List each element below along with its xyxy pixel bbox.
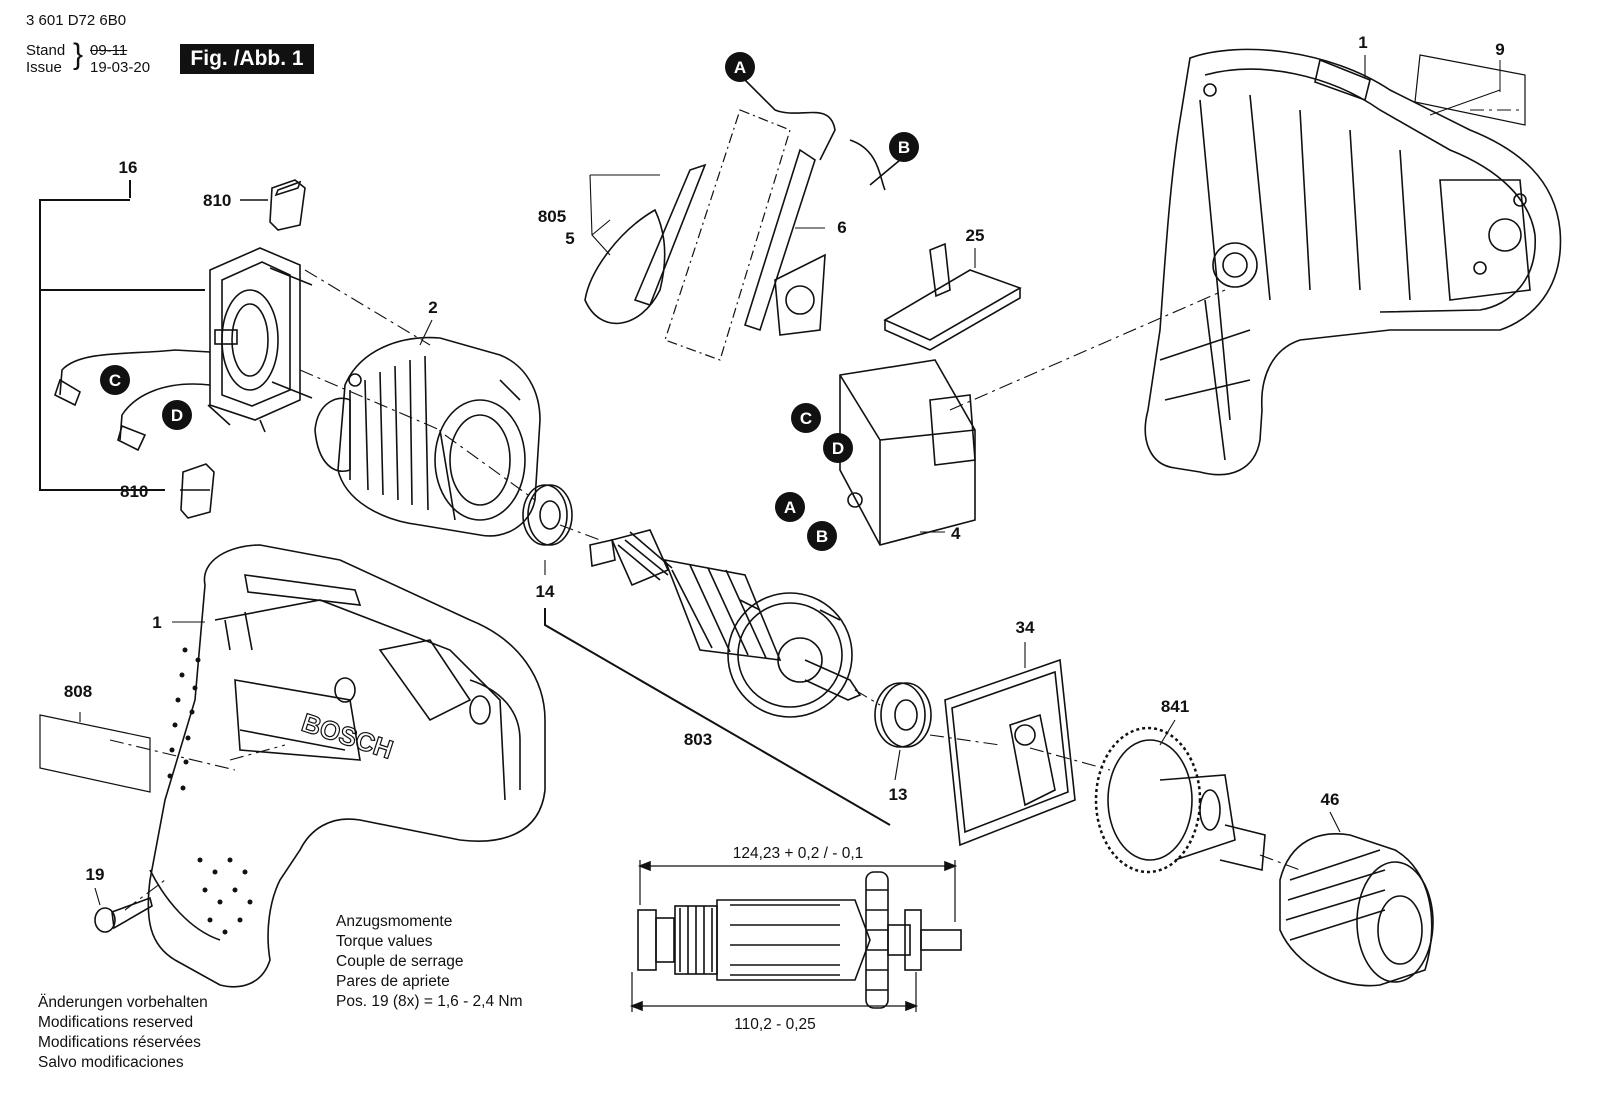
callout-805: 805 <box>538 207 566 226</box>
brace-glyph: } <box>73 38 84 71</box>
switch-drawing <box>839 359 976 546</box>
field-stator-drawing <box>314 336 541 537</box>
carbon-brush-bottom <box>180 463 215 519</box>
svg-text:C: C <box>109 371 121 390</box>
svg-text:D: D <box>832 439 844 458</box>
leader-803 <box>544 608 891 826</box>
label-plate-808 <box>39 714 151 793</box>
dimension-bearing-span: 110,2 - 0,25 <box>734 1016 816 1033</box>
callout-841: 841 <box>1161 697 1189 716</box>
issue-label: Issue <box>26 59 62 76</box>
modification-notes: Änderungen vorbehalten Modifications res… <box>38 993 208 1073</box>
callout-1-top: 1 <box>1358 33 1367 52</box>
connector-badge-d-left: D <box>162 400 192 430</box>
part-number: 3 601 D72 6B0 <box>26 12 127 29</box>
svg-text:B: B <box>816 527 828 546</box>
svg-text:A: A <box>734 58 746 77</box>
callout-25: 25 <box>966 226 985 245</box>
connector-badges: A B C D C D A B <box>100 52 919 551</box>
cable-parts-drawing <box>584 74 901 361</box>
armature-drawing <box>589 529 862 718</box>
callout-34: 34 <box>1016 618 1035 637</box>
screw-19-drawing <box>94 896 153 933</box>
svg-text:C: C <box>800 409 812 428</box>
torque-values: Anzugsmomente Torque values Couple de se… <box>336 912 523 1012</box>
connector-badge-a-top: A <box>725 52 755 82</box>
svg-text:B: B <box>898 138 910 157</box>
callout-808: 808 <box>64 682 92 701</box>
gear-841-drawing <box>1094 726 1266 874</box>
callout-2: 2 <box>428 298 437 317</box>
callout-4: 4 <box>951 524 961 543</box>
note-line: Modifications réservées <box>38 1034 201 1051</box>
bearing-plate-34-drawing <box>944 658 1076 847</box>
callout-803: 803 <box>684 730 712 749</box>
callout-46: 46 <box>1321 790 1340 809</box>
connector-badge-a-switch: A <box>775 492 805 522</box>
callout-810-top: 810 <box>203 191 231 210</box>
torque-line: Anzugsmomente <box>336 913 453 930</box>
torque-line: Pares de apriete <box>336 973 450 990</box>
note-line: Modifications reserved <box>38 1014 194 1031</box>
carbon-brush-top <box>269 179 306 231</box>
switch-button-25-drawing <box>883 242 1022 351</box>
bearing-13-drawing <box>874 682 932 748</box>
bearing-14-drawing <box>522 484 573 546</box>
issue-date: 19-03-20 <box>90 59 151 76</box>
callout-5: 5 <box>565 229 574 248</box>
old-date: 09-11 <box>90 42 128 59</box>
grip-dots <box>167 647 253 935</box>
brush-lead-d <box>119 383 211 441</box>
assembled-drill-drawing <box>147 544 546 988</box>
label-plate-9 <box>1414 54 1526 126</box>
callout-1-drill: 1 <box>152 613 161 632</box>
bracket-16 <box>39 180 205 491</box>
housing-half-drawing <box>1144 48 1562 476</box>
armature-dimension-drawing <box>637 871 962 1009</box>
torque-line: Pos. 19 (8x) = 1,6 - 2,4 Nm <box>336 993 523 1010</box>
callout-16: 16 <box>119 158 138 177</box>
callout-9: 9 <box>1495 40 1504 59</box>
note-line: Salvo modificaciones <box>38 1054 184 1071</box>
connector-badge-c-left: C <box>100 365 130 395</box>
callout-19: 19 <box>86 865 105 884</box>
callout-6: 6 <box>837 218 846 237</box>
stand-label: Stand <box>26 42 66 59</box>
dimension-overall-line <box>639 860 956 922</box>
connector-badge-d-switch: D <box>823 433 853 463</box>
svg-text:A: A <box>784 498 796 517</box>
connector-badge-b-switch: B <box>807 521 837 551</box>
figure-label: Fig. /Abb. 1 <box>180 44 314 74</box>
dimension-overall: 124,23 + 0,2 / - 0,1 <box>733 845 864 862</box>
connector-badge-c-switch: C <box>791 403 821 433</box>
leader-lines <box>79 55 1366 906</box>
svg-text:D: D <box>171 406 183 425</box>
chuck-46-drawing <box>1279 833 1434 987</box>
dimension-bearing-line <box>631 972 917 1012</box>
assembly-axes <box>109 109 1520 911</box>
torque-line: Couple de serrage <box>336 953 464 970</box>
torque-line: Torque values <box>336 933 433 950</box>
callout-810-bottom: 810 <box>120 482 148 501</box>
callout-14: 14 <box>536 582 555 601</box>
brush-lead-c <box>59 349 211 396</box>
leader-9 <box>1429 60 1501 116</box>
brush-holder-drawing <box>207 247 313 433</box>
note-line: Änderungen vorbehalten <box>38 994 208 1011</box>
connector-badge-b-top: B <box>889 132 919 162</box>
callout-numbers: 1 9 16 810 2 805 5 6 25 810 4 14 1 808 8… <box>64 33 1505 884</box>
callout-13: 13 <box>889 785 908 804</box>
